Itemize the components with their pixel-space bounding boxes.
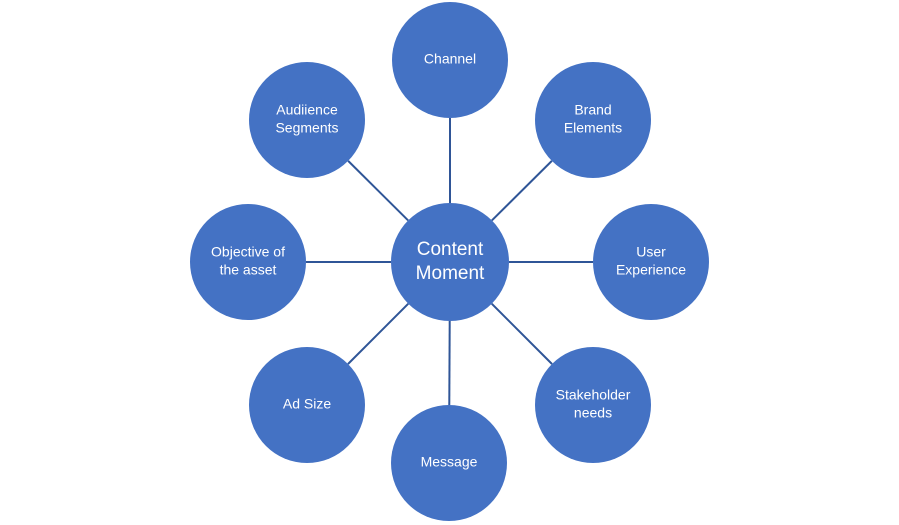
node-circle (391, 203, 509, 321)
node-circle (535, 347, 651, 463)
node-label: Message (421, 454, 478, 470)
node-ad-size: Ad Size (249, 347, 365, 463)
node-circle (249, 62, 365, 178)
connector-audience-segments (347, 160, 409, 222)
node-message: Message (391, 405, 507, 521)
connector-brand-elements (491, 160, 553, 222)
node-channel: Channel (392, 2, 508, 118)
node-circle (249, 347, 365, 463)
connectors (306, 118, 593, 406)
node-label: Channel (424, 51, 476, 67)
nodes: ChannelBrandElementsUserExperienceStakeh… (190, 2, 709, 521)
node-circle (190, 204, 306, 320)
node-circle (535, 62, 651, 178)
node-label: Moment (416, 263, 485, 284)
node-label: Experience (616, 262, 686, 278)
connector-ad-size (347, 303, 409, 365)
node-label: Audiience (276, 102, 338, 118)
node-circle (391, 405, 507, 521)
node-label: Elements (564, 120, 622, 136)
node-label: needs (574, 405, 612, 421)
node-stakeholder-needs: Stakeholder needs (535, 347, 651, 463)
node-circle (392, 2, 508, 118)
node-label: Ad Size (283, 396, 331, 412)
node-label: Objective of (211, 244, 285, 260)
node-label: Stakeholder (556, 387, 631, 403)
node-label: User (636, 244, 666, 260)
node-objective-of-the-asset: Objective of the asset (190, 204, 306, 320)
node-label: Brand (574, 102, 611, 118)
node-label: Content (417, 239, 484, 260)
connector-stakeholder-needs (491, 303, 553, 365)
node-label: the asset (220, 262, 277, 278)
node-label: Segments (275, 120, 338, 136)
node-circle (593, 204, 709, 320)
